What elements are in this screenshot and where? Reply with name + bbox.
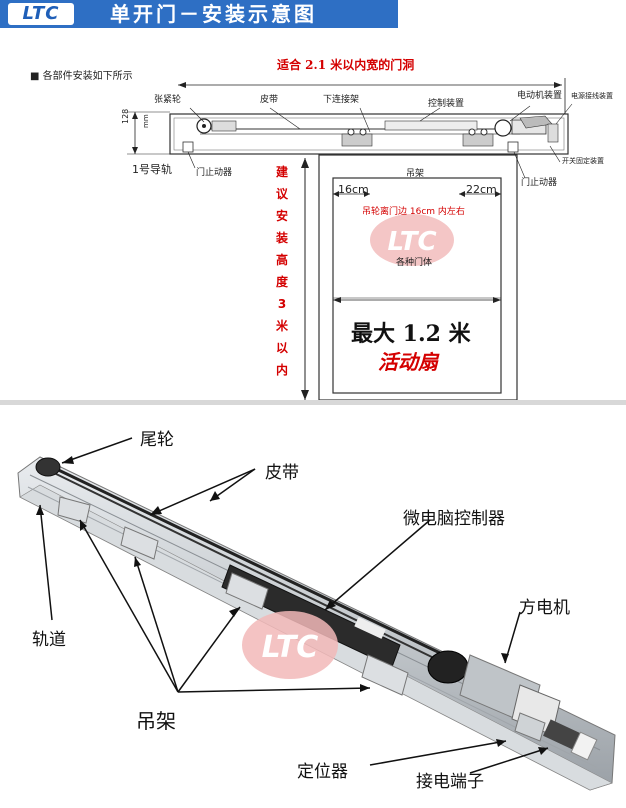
leaf-name: 活动扇 [378, 350, 438, 374]
label-stopper-right: 门止动器 [521, 178, 558, 188]
label-belt: 皮带 [265, 463, 299, 483]
install-height-note: 建 议 安 装 高 度 3 米 以 内 [275, 161, 289, 381]
height-char: 建 [275, 165, 288, 179]
label-tail-wheel: 尾轮 [140, 430, 174, 450]
label-control-unit: 控制装置 [428, 99, 465, 109]
label-motor: 方电机 [519, 598, 570, 618]
parts-note: ■ 各部件安装如下所示 [30, 71, 133, 82]
max-leaf-width: 最大 1.2 米 [351, 321, 471, 347]
height-char: 3 [277, 297, 287, 311]
height-char: 度 [275, 275, 288, 289]
section-divider [0, 400, 626, 405]
dim-128: 128 [121, 108, 130, 124]
label-locator: 定位器 [297, 762, 348, 782]
page-title: 单开门－安装示意图 [110, 2, 317, 26]
dim-unit: mm [142, 114, 150, 128]
label-lower-bracket: 下连接架 [323, 95, 360, 105]
svg-text:LTC: LTC [262, 630, 319, 665]
height-char: 装 [275, 231, 288, 245]
height-char: 米 [275, 319, 288, 333]
label-hanger: 吊架 [406, 169, 425, 179]
dim-22cm: 22cm [466, 183, 497, 196]
label-hanger: 吊架 [136, 709, 176, 733]
dim-16cm: 16cm [338, 183, 369, 196]
installation-drawing: LTC [127, 78, 573, 400]
ltc-logo: LTC [8, 3, 74, 25]
height-char: 安 [275, 209, 288, 223]
operator-illustration: LTC [17, 437, 616, 791]
width-note: 适合 2.1 米以内宽的门洞 [277, 58, 415, 72]
installation-diagram-panel: ■ 各部件安装如下所示 适合 2.1 米以内宽的门洞 [0, 28, 626, 400]
label-track: 轨道 [32, 630, 66, 650]
height-char: 议 [275, 187, 288, 201]
label-door-types: 各种门体 [396, 258, 433, 268]
height-char: 以 [275, 341, 288, 355]
label-tension-wheel: 张紧轮 [154, 95, 182, 105]
label-motor-unit: 电动机装置 [517, 91, 563, 101]
label-controller: 微电脑控制器 [403, 509, 505, 529]
hanger-note: 吊轮离门边 16cm 内左右 [362, 207, 465, 217]
label-rail-1: 1号导轨 [132, 163, 172, 176]
label-power-terminal: 电源接线装置 [571, 92, 613, 100]
label-terminal: 接电端子 [416, 772, 484, 792]
svg-text:LTC: LTC [387, 227, 436, 257]
label-stopper-left: 门止动器 [196, 168, 233, 178]
label-switch-fix: 开关固定装置 [562, 157, 604, 165]
height-char: 高 [275, 253, 288, 267]
label-belt: 皮带 [260, 95, 279, 105]
height-char: 内 [275, 363, 288, 377]
component-photo-panel: LTC [0, 405, 626, 808]
